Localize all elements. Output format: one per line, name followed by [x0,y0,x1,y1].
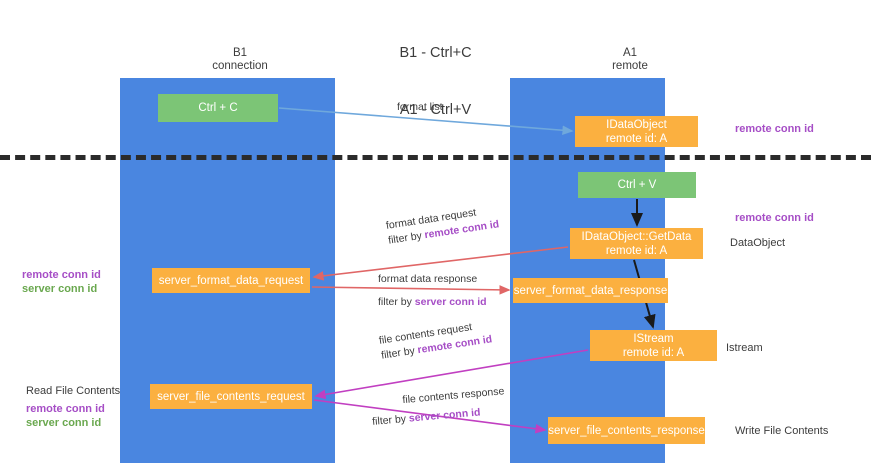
node-server-file-contents-request-label: server_file_contents_request [157,390,305,403]
node-idataobject-subtitle: remote id: A [605,132,668,145]
edge-label-format-data-response-text: format data response [378,273,478,285]
node-ctrl-c[interactable]: Ctrl + C [158,94,278,122]
node-istream-title: IStream [633,332,674,345]
node-istream[interactable]: IStream remote id: A [590,330,717,361]
node-istream-subtitle: remote id: A [622,346,685,359]
node-ctrl-v[interactable]: Ctrl + V [578,172,696,198]
node-server-format-data-response-label: server_format_data_response [513,284,668,297]
side-label-conn-ids-bottom: remote conn id server conn id [26,402,105,430]
filter-key-server-conn-id: server conn id [414,296,487,308]
edge-label-file-contents-response: file contents response filter by server … [370,384,507,430]
side-label-remote-conn-id-left: remote conn id [22,269,101,281]
filter-prefix: filter by [380,344,419,362]
column-header-a1-role: remote [612,60,648,72]
edge-label-file-contents-request: file contents request filter by remote c… [378,317,493,363]
side-label-server-conn-id-left: server conn id [22,283,98,295]
filter-prefix: filter by [378,296,415,308]
column-header-b1: B1 connection [150,47,330,73]
node-server-file-contents-response[interactable]: server_file_contents_response [548,417,705,444]
node-idataobject-title: IDataObject [606,118,667,131]
title-line-1: B1 - Ctrl+C [399,45,472,61]
side-label-remote-conn-id-mid: remote conn id [735,212,814,224]
filter-key-server-conn-id: server conn id [408,406,481,425]
node-ctrl-c-label: Ctrl + C [198,102,238,114]
section-divider [0,155,871,160]
node-getdata-subtitle: remote id: A [605,244,668,257]
column-header-b1-name: B1 [232,47,248,59]
node-ctrl-v-label: Ctrl + V [617,179,657,191]
column-header-a1: A1 remote [540,47,720,73]
edge-label-format-data-response-filter: filter by server conn id [378,295,487,310]
side-label-read-file-contents: Read File Contents [26,385,121,397]
node-server-file-contents-request[interactable]: server_file_contents_request [150,384,312,409]
side-label-remote-conn-id-top: remote conn id [735,123,814,135]
edge-label-format-data-request: format data request filter by remote con… [385,202,500,248]
node-server-format-data-response[interactable]: server_format_data_response [513,278,668,303]
edge-label-format-list-text: format list [397,101,443,113]
side-label-istream: Istream [726,342,763,354]
side-label-dataobject: DataObject [730,237,786,249]
column-header-a1-name: A1 [622,47,638,59]
node-server-file-contents-response-label: server_file_contents_response [548,424,705,437]
edge-label-format-data-response: format data response filter by server co… [378,272,487,310]
node-getdata-title: IDataObject::GetData [581,230,692,243]
side-label-server-conn-id-left-2: server conn id [26,417,102,429]
node-idataobject-getdata[interactable]: IDataObject::GetData remote id: A [570,228,703,259]
side-label-remote-conn-id-left-2: remote conn id [26,403,105,415]
edge-label-file-contents-response-filter: filter by server conn id [372,403,507,430]
edge-label-format-list: format list [397,100,443,115]
side-label-write-file-contents: Write File Contents [735,425,829,437]
node-server-format-data-request-label: server_format_data_request [158,274,304,287]
node-idataobject[interactable]: IDataObject remote id: A [575,116,698,147]
filter-prefix: filter by [387,229,426,247]
side-label-conn-ids-mid: remote conn id server conn id [22,268,101,296]
filter-prefix: filter by [371,412,410,428]
node-server-format-data-request[interactable]: server_format_data_request [152,268,310,293]
column-header-b1-role: connection [212,60,268,72]
